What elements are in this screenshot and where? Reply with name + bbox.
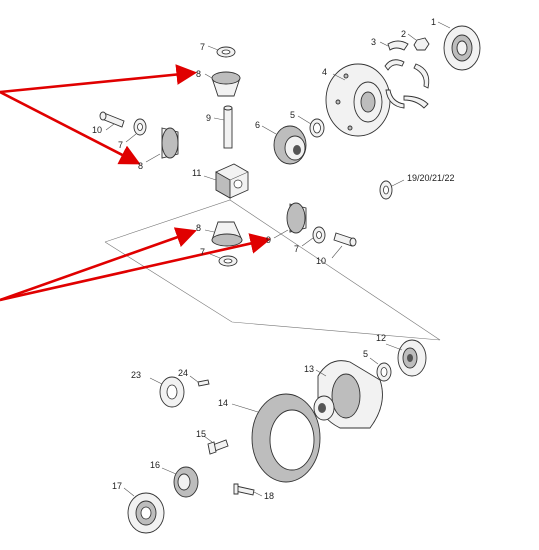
part-13-differential-case [313, 360, 383, 429]
part-11-cross-block [203, 163, 249, 199]
part-10-pin-right [331, 232, 357, 259]
part-labels: 1 2 3 4 5 6 7 8 9 10 7 8 11 19/20/21/22 … [92, 17, 455, 501]
arrow-to-part-8-left [0, 90, 141, 165]
label-5-lower: 5 [363, 349, 368, 359]
label-5-upper: 5 [290, 110, 295, 120]
part-18-bolt [233, 483, 263, 497]
label-7-left: 7 [118, 140, 123, 150]
part-24-screw [189, 375, 210, 387]
label-8-left: 8 [138, 161, 143, 171]
part-8-pinion-top [204, 71, 241, 97]
part-17-bearing [123, 487, 165, 534]
part-1-bearing [437, 21, 481, 71]
part-4-flange [325, 63, 391, 137]
label-10-left: 10 [92, 125, 102, 135]
label-24: 24 [178, 368, 188, 378]
label-7-bottom: 7 [200, 247, 205, 257]
label-9-bottom: 9 [266, 235, 271, 245]
label-18: 18 [264, 491, 274, 501]
label-16: 16 [150, 460, 160, 470]
part-7-washer-left [125, 118, 147, 143]
arrow-to-part-9-right [0, 233, 272, 302]
arrow-to-part-8-top [0, 64, 198, 94]
part-5-washer-lower [369, 357, 392, 382]
assembly-frame [104, 174, 441, 341]
part-19-shim [379, 179, 405, 200]
part-15-bolt [203, 435, 229, 455]
label-13: 13 [304, 364, 314, 374]
part-8-pinion-left [145, 127, 179, 163]
annotation-arrows [0, 64, 272, 302]
label-17: 17 [112, 481, 122, 491]
label-1: 1 [431, 17, 436, 27]
label-8-bottom: 8 [196, 223, 201, 233]
part-9-shaft [213, 105, 233, 149]
part-10-pin-left [99, 111, 125, 131]
part-16-bearing-race [161, 466, 199, 498]
label-19-22: 19/20/21/22 [407, 173, 455, 183]
label-8-top: 8 [196, 69, 201, 79]
label-11: 11 [192, 168, 201, 178]
label-23: 23 [131, 370, 141, 380]
snap-rings [384, 59, 430, 109]
part-2-nut [407, 33, 430, 51]
part-5-washer [297, 115, 325, 138]
label-9-top: 9 [206, 113, 211, 123]
label-10-right: 10 [316, 256, 326, 266]
label-7-top: 7 [200, 42, 205, 52]
part-12-flange [385, 339, 427, 377]
part-23-tone-ring [149, 376, 185, 408]
label-12: 12 [376, 333, 386, 343]
label-6: 6 [255, 120, 260, 130]
part-9-pinion-right [273, 202, 307, 239]
part-3-clip [379, 40, 409, 51]
label-3: 3 [371, 37, 376, 47]
part-8-pinion-bottom [204, 221, 243, 247]
label-15: 15 [196, 429, 206, 439]
part-7-washer-top [207, 45, 236, 58]
part-6-side-gear [261, 125, 307, 165]
part-7-washer-bottom [209, 253, 238, 267]
part-7-washer-right [301, 226, 326, 247]
label-4: 4 [322, 67, 327, 77]
arrow-to-part-8-bottom [0, 227, 197, 302]
label-2: 2 [401, 29, 406, 39]
label-14: 14 [218, 398, 228, 408]
part-14-ring-gear [231, 393, 321, 483]
label-7-right: 7 [294, 244, 299, 254]
